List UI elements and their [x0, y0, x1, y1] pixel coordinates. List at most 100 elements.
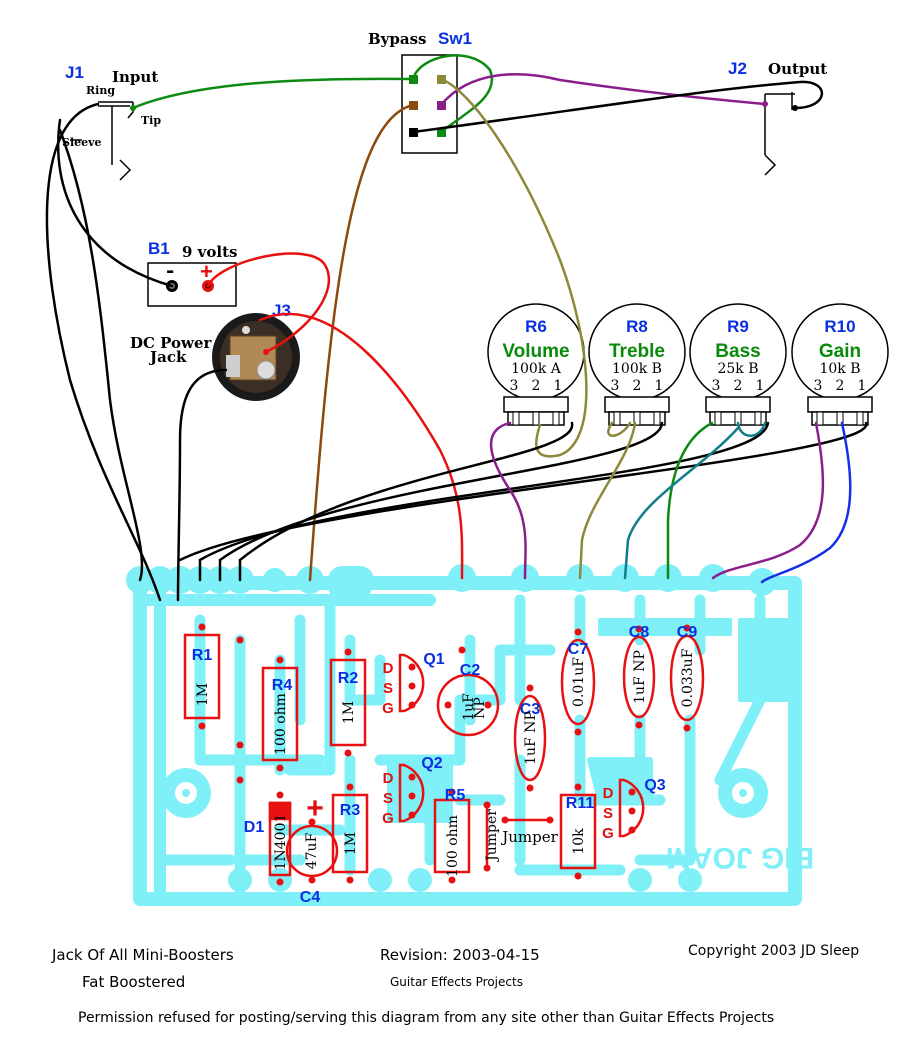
capacitor-ref: C8	[629, 624, 650, 641]
pad-dot	[483, 801, 491, 809]
wire-pot1-black	[238, 421, 574, 582]
pot-name: Gain	[819, 341, 861, 362]
transistor-ref: Q1	[423, 651, 444, 668]
transistor-ref: Q2	[421, 755, 442, 772]
diode-value: 1N4001	[273, 814, 289, 871]
battery-plus: +	[200, 259, 213, 284]
resistor-r5	[433, 798, 471, 874]
wire-switch-green	[411, 54, 494, 134]
wire-bass-green	[666, 421, 714, 580]
wire-switch-purple	[439, 73, 767, 107]
capacitor-type: NP	[472, 697, 488, 719]
pad-dot	[198, 722, 206, 730]
battery	[147, 262, 237, 307]
pad-dot	[574, 728, 582, 736]
resistor-value: 1M	[341, 701, 357, 724]
pot-value: 100k A	[511, 361, 562, 377]
input-jack-sleeve: Sleeve	[62, 136, 102, 149]
jumper-horizontal-label: Jumper	[500, 828, 558, 846]
pad-dot	[574, 628, 582, 636]
pcb-pads	[126, 564, 776, 892]
footer-title-line2: Fat Boostered	[82, 973, 185, 991]
input-jack-tip: Tip	[141, 114, 161, 127]
pad-dot	[198, 623, 206, 631]
wire-pot3-black	[198, 421, 770, 582]
capacitor-ref: C7	[568, 641, 589, 658]
pot-pin-2: 2	[633, 378, 642, 394]
switch-name: Bypass	[368, 30, 427, 48]
transistor-pin-g: G	[382, 700, 394, 717]
pad-dot	[408, 682, 416, 690]
pad-dot	[276, 878, 284, 886]
transistor-q3	[618, 778, 645, 838]
switch-ref: Sw1	[438, 29, 472, 48]
capacitor-ref: C2	[460, 662, 481, 679]
wire-gain-blue	[760, 421, 852, 584]
pcb-board	[133, 566, 802, 906]
wire-ends	[130, 101, 798, 355]
pad-dot	[308, 876, 316, 884]
resistor-ref: R1	[192, 647, 213, 664]
wire-input-tip	[131, 77, 415, 110]
resistor-ref: R4	[272, 677, 293, 694]
pot-pin-3: 3	[814, 378, 823, 394]
battery-ref: B1	[148, 239, 170, 258]
output-jack-ref: J2	[728, 59, 747, 78]
components	[183, 623, 705, 886]
dc-jack-name-line1: DC Power	[130, 334, 213, 352]
pad-dot	[236, 776, 244, 784]
capacitor-c9	[669, 634, 705, 722]
dc-jack-name-line2: Jack	[148, 348, 187, 366]
pot-name: Treble	[609, 341, 665, 362]
pot-pin-3: 3	[611, 378, 620, 394]
resistor-ref: R11	[566, 795, 595, 812]
pot-pin-1: 1	[858, 378, 867, 394]
pot-pin-3: 3	[712, 378, 721, 394]
pad-dot	[276, 764, 284, 772]
capacitor-value: 47uF	[304, 832, 320, 869]
pad-dot	[276, 656, 284, 664]
pad-dot	[276, 791, 284, 799]
pad-dot	[628, 788, 636, 796]
capacitor-c2	[436, 673, 500, 737]
transistor-pin-d: D	[603, 785, 614, 802]
mounting-hole-dots	[182, 789, 747, 797]
jumper-vertical-label: Jumper	[484, 809, 500, 863]
capacitor-c8	[622, 635, 656, 719]
pad-dot	[683, 724, 691, 732]
pad-dot	[628, 807, 636, 815]
pot-pin-1: 1	[756, 378, 765, 394]
pad-dot	[236, 636, 244, 644]
capacitor-value: 1uF NP	[523, 711, 539, 765]
pad-dot	[501, 816, 509, 824]
pot-value: 10k B	[819, 361, 860, 377]
pot-ref: R8	[626, 317, 648, 336]
pad-dot	[408, 792, 416, 800]
pad-dot	[408, 663, 416, 671]
capacitor-c4	[285, 824, 339, 878]
transistor-pin-g: G	[382, 810, 394, 827]
resistor-ref: R3	[340, 802, 361, 819]
output-jack	[764, 92, 795, 176]
battery-voltage: 9 volts	[182, 243, 237, 261]
transistor-q1	[398, 653, 425, 713]
wires	[45, 54, 868, 602]
pad-dot	[526, 784, 534, 792]
transistor-pin-d: D	[383, 660, 394, 677]
resistor-r2	[329, 658, 367, 747]
pad-dot	[635, 625, 643, 633]
capacitor-polarity: +	[306, 792, 324, 825]
pot-value: 100k B	[612, 361, 662, 377]
pot-name: Bass	[715, 341, 760, 362]
resistor-value: 10k	[571, 828, 587, 855]
wire-dc-red	[258, 312, 464, 580]
output-jack-name: Output	[768, 60, 827, 78]
capacitor-ref: C4	[300, 889, 321, 906]
capacitor-c3	[513, 694, 547, 782]
pad-dot	[526, 684, 534, 692]
pad-dot	[448, 788, 456, 796]
resistor-value: 100 ohm	[445, 815, 461, 877]
